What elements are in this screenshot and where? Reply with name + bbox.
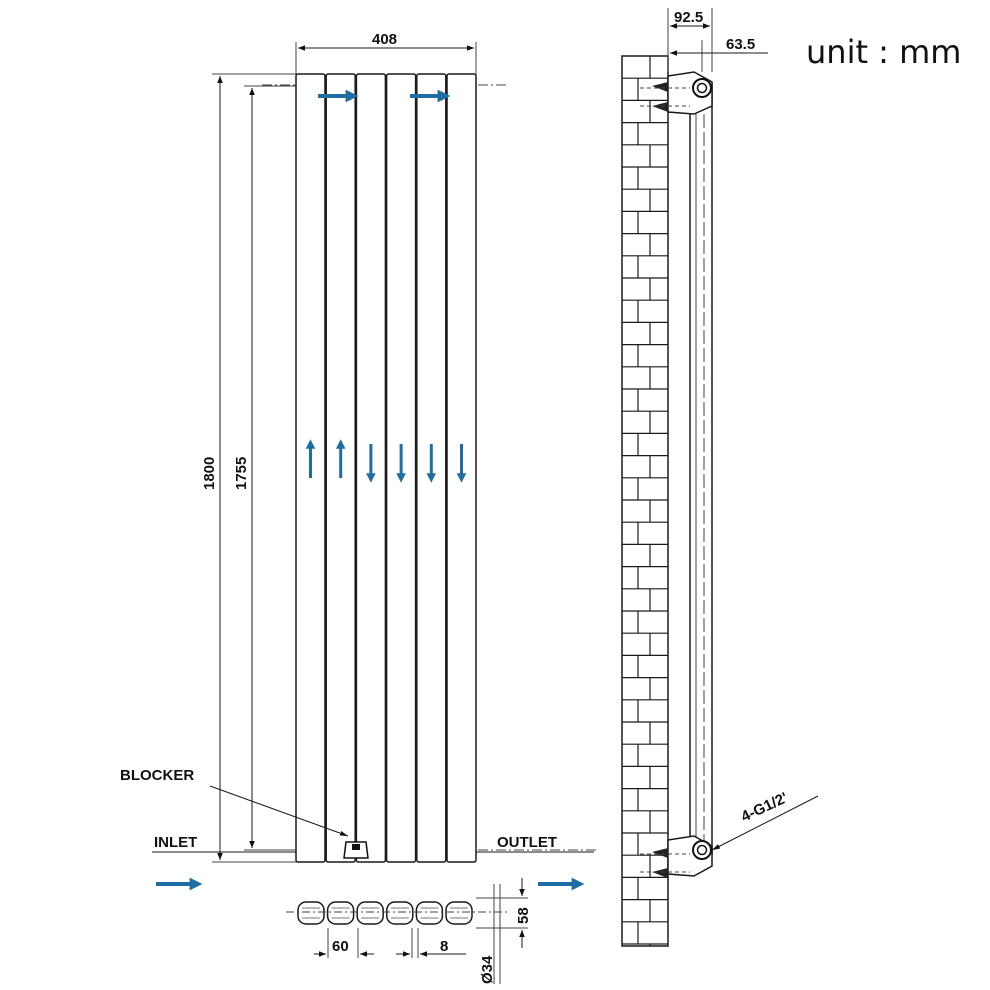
brick-wall	[621, 55, 669, 947]
plan-tube	[445, 901, 473, 925]
plan-tube	[415, 901, 444, 925]
radiator-columns	[295, 73, 477, 863]
height-inner-label: 1755	[233, 457, 250, 490]
side-view: 92.5 63.5 4-G1/	[621, 8, 819, 947]
connection-label: 4-G1/2'	[739, 789, 791, 825]
plan-view: 58 60 8 Ø34	[286, 878, 532, 984]
plan-pitch-label: 60	[332, 938, 349, 955]
front-view: 408 1800 1755	[120, 31, 596, 891]
plan-depth-label: 58	[515, 907, 532, 924]
blocker-label: BLOCKER	[120, 767, 194, 784]
wall-outline	[621, 55, 669, 947]
side-depth-outer-label: 92.5	[674, 9, 703, 26]
height-inner-dimension: 1755	[233, 85, 300, 851]
height-outer-label: 1800	[201, 457, 218, 490]
plan-tube	[356, 901, 384, 925]
width-label: 408	[372, 31, 397, 48]
plan-tube	[326, 901, 355, 925]
outlet-label: OUTLET	[497, 834, 557, 851]
inlet-label: INLET	[154, 834, 197, 851]
radiator-side-profile	[640, 71, 713, 878]
plan-tube-label: Ø34	[479, 955, 496, 984]
blocker	[343, 98, 369, 859]
column-flow-arrows	[305, 439, 467, 483]
plan-tube	[297, 901, 325, 925]
plan-gap-label: 8	[440, 938, 448, 955]
plan-tube	[386, 901, 414, 925]
side-depth-inner-label: 63.5	[726, 36, 755, 53]
height-outer-dimension: 1800	[201, 73, 300, 863]
plan-tubes	[297, 901, 473, 925]
width-dimension: 408	[295, 31, 477, 78]
unit-label: unit : mm	[806, 33, 961, 71]
